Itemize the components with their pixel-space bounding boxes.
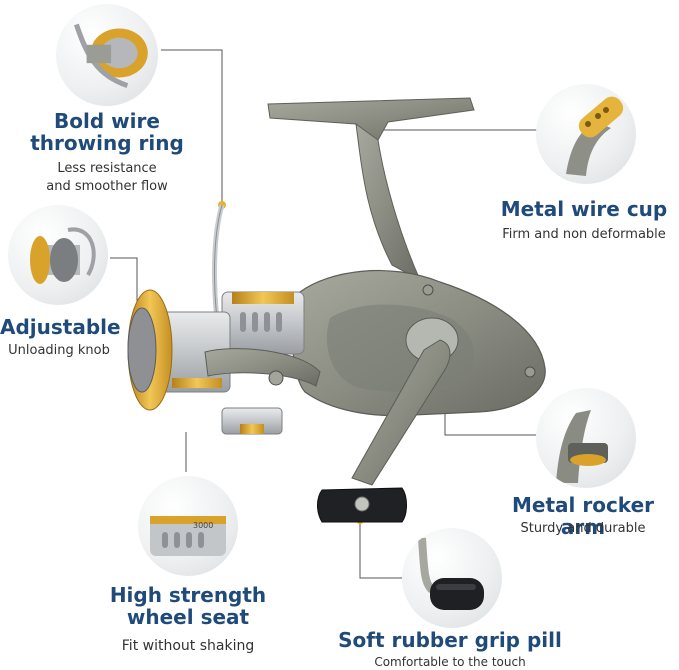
body-screw-1 <box>422 284 434 296</box>
crank-arm <box>351 339 451 486</box>
sub-wire-cup: Firm and non deformable <box>502 227 666 242</box>
bail-arm <box>204 348 321 387</box>
sub-wire-ring: Less resistance and smoother flow <box>46 161 168 194</box>
leader-grip <box>359 520 405 579</box>
drag-knob-closeup-icon <box>30 227 96 284</box>
rocker-arm-closeup-icon <box>556 410 608 483</box>
title-adjustable: Adjustable <box>0 315 121 339</box>
title-wire-ring: Bold wire throwing ring <box>30 109 184 156</box>
sub-wheel-seat: Fit without shaking <box>121 638 255 654</box>
reel-stem <box>355 122 422 282</box>
wire-ring-closeup-icon <box>73 23 148 89</box>
body-screw-2 <box>524 366 536 378</box>
drag-knob <box>127 307 157 393</box>
sub-rocker-arm: Sturdy and durable <box>520 521 646 536</box>
title-rocker-arm: Metal rocker arm <box>512 493 654 540</box>
sub-grip: Comfortable to the touch <box>374 655 526 669</box>
knob-cap <box>354 496 370 512</box>
bail-screw <box>268 370 284 386</box>
thumb-wheel-seat: 3000 <box>138 476 238 576</box>
spool-marking: 3000 <box>193 521 213 530</box>
thumb-adjustable <box>8 205 108 305</box>
leader-wire <box>161 49 223 205</box>
title-wheel-seat: High strength wheel seat <box>109 583 267 630</box>
title-wire-cup: Metal wire cup <box>500 197 668 221</box>
wire-cup-closeup-icon <box>566 96 624 176</box>
thumb-grip <box>402 528 502 628</box>
title-grip: Soft rubber grip pill <box>338 628 562 652</box>
sub-adjustable: Unloading knob <box>8 343 110 358</box>
grip-knob-closeup-icon <box>418 537 484 610</box>
wheel-seat-closeup-icon: 3000 <box>150 516 226 556</box>
thumb-rocker-arm <box>536 388 636 488</box>
thumb-wire-cup <box>536 84 636 184</box>
thumb-wire-ring <box>56 4 158 106</box>
